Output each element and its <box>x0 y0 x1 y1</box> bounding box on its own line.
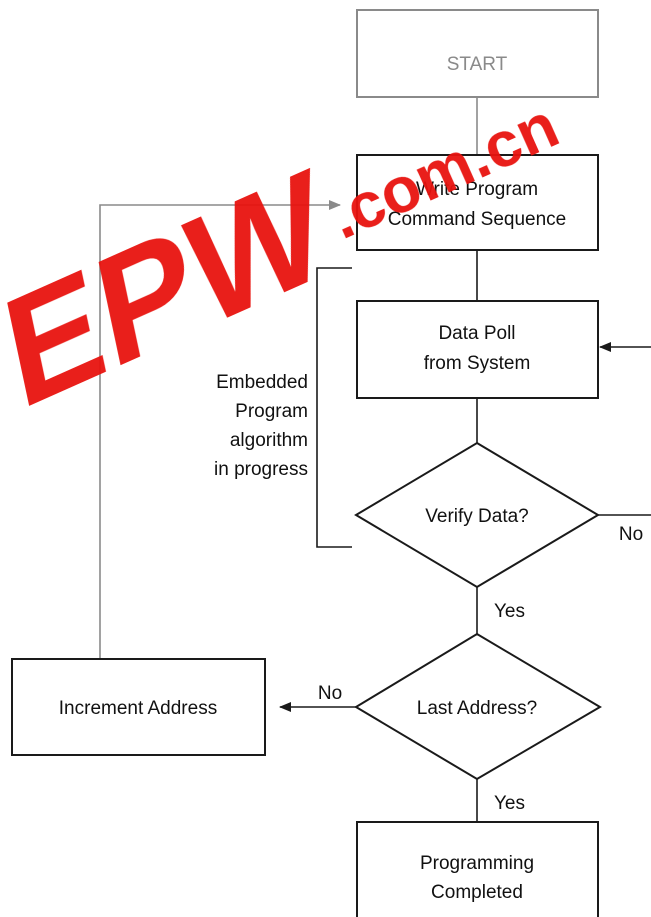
increment-address-box <box>11 658 266 756</box>
verify-no-label: No <box>619 524 643 545</box>
watermark-brand: EPW <box>0 137 339 443</box>
data-poll-box <box>356 300 599 399</box>
last-address-diamond <box>354 632 602 781</box>
start-box <box>356 9 599 98</box>
bracket-label-line3: algorithm <box>230 430 308 451</box>
write-command-label-line1: Write Program <box>416 179 538 200</box>
data-poll-label-line1: Data Poll <box>438 323 515 344</box>
bracket-label-line4: in progress <box>214 459 308 480</box>
start-label: START <box>447 54 508 75</box>
data-poll-label-line2: from System <box>424 353 531 374</box>
verify-data-label: Verify Data? <box>425 506 529 527</box>
bracket-label-line2: Program <box>235 401 308 422</box>
programming-completed-box <box>356 821 599 917</box>
last-address-label: Last Address? <box>417 698 537 719</box>
write-command-box <box>356 154 599 251</box>
connector-increment-to-write <box>99 200 341 659</box>
programming-completed-label-line1: Programming <box>420 853 534 874</box>
verify-data-diamond <box>354 441 600 589</box>
embedded-algorithm-bracket <box>316 267 352 548</box>
last-yes-label: Yes <box>494 793 525 814</box>
bracket-label-line1: Embedded <box>216 372 308 393</box>
write-command-label-line2: Command Sequence <box>388 209 567 230</box>
increment-address-label: Increment Address <box>59 698 217 719</box>
last-no-label: No <box>318 683 342 704</box>
programming-completed-label-line2: Completed <box>431 882 523 903</box>
verify-yes-label: Yes <box>494 601 525 622</box>
